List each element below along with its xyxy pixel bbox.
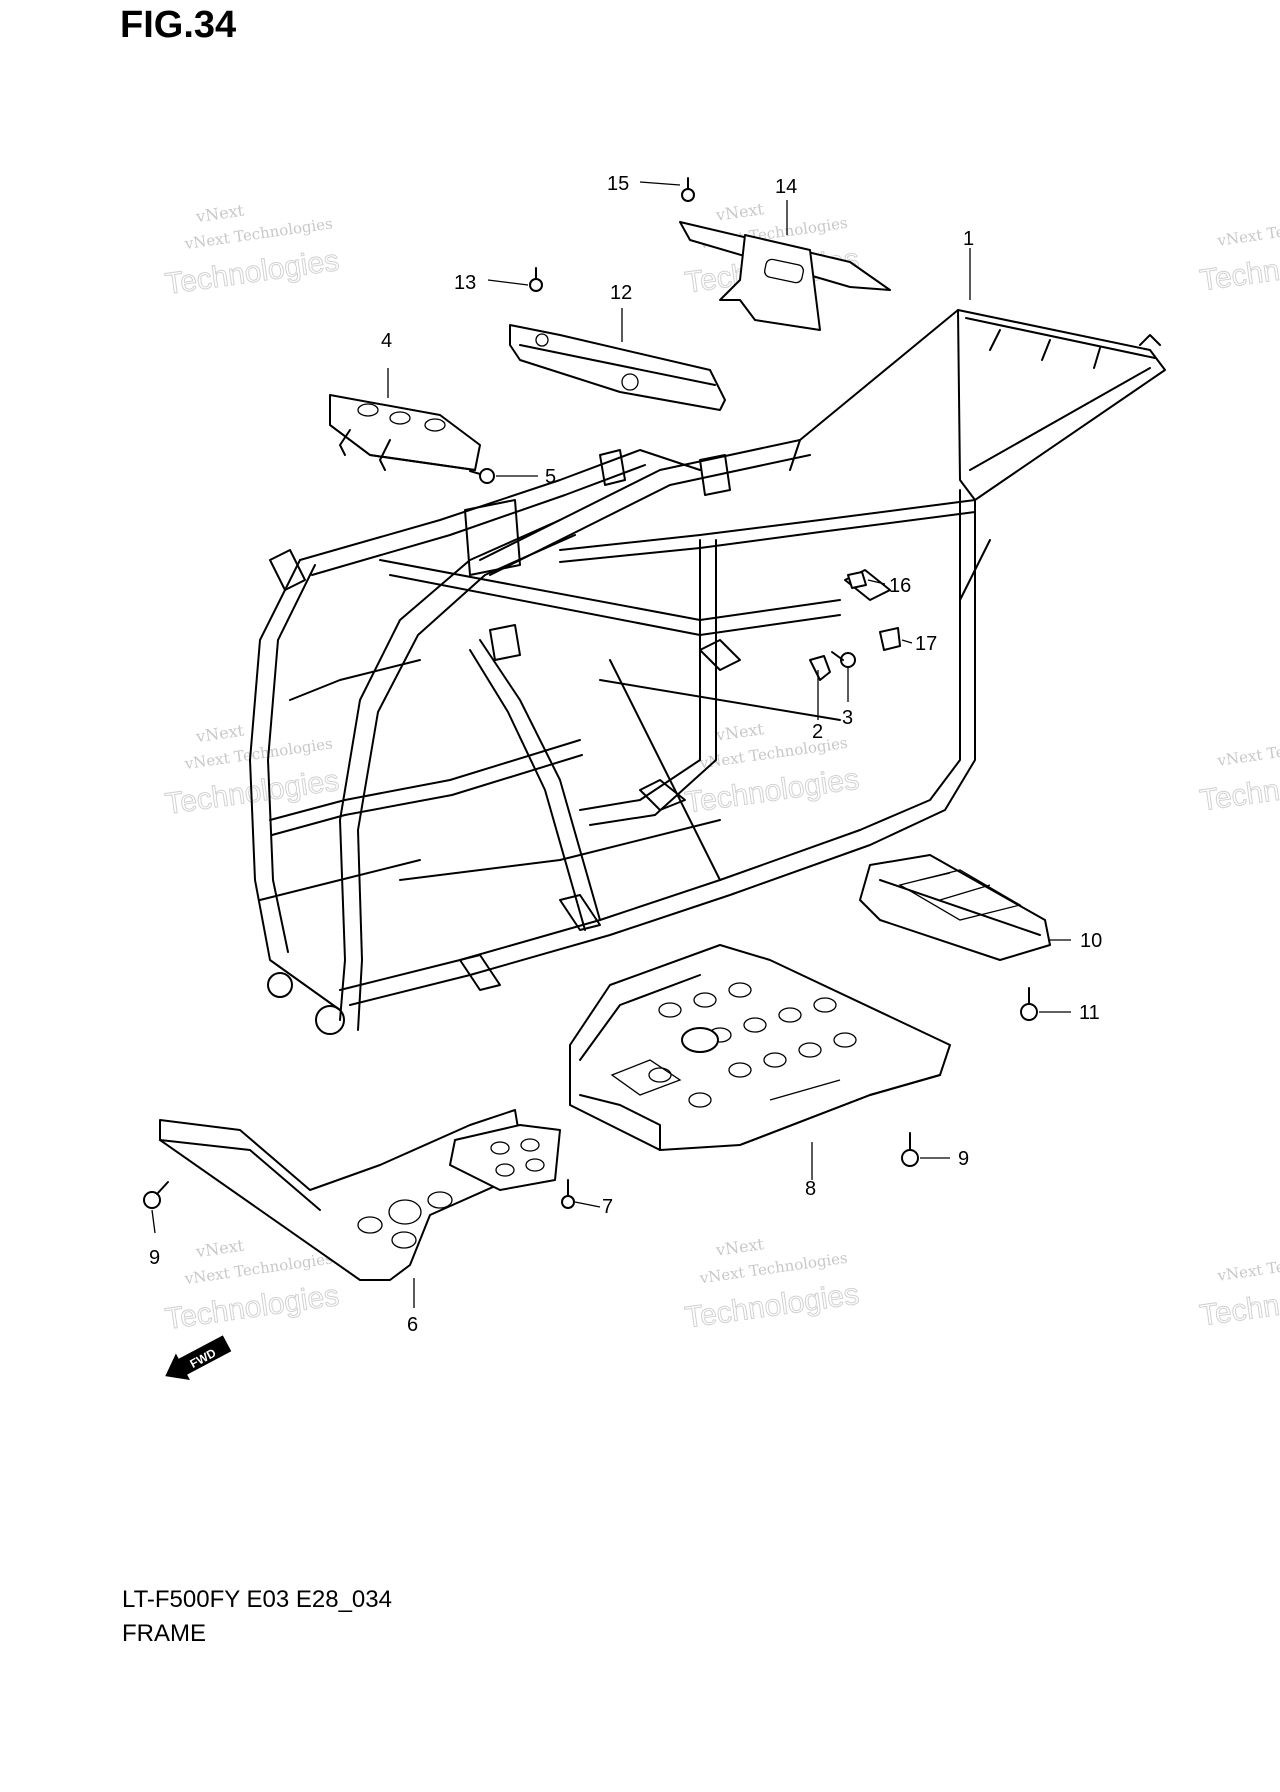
callout-15: 15 (607, 173, 629, 195)
bolt-9-right (901, 1132, 919, 1167)
bolt-15 (681, 177, 695, 202)
callout-labels: 1 2 3 4 5 6 7 8 9 9 10 11 12 13 14 15 16… (149, 173, 1102, 1336)
watermark-top-left: vNext vNext Technologies Technologies (163, 201, 342, 302)
callout-9-left: 9 (149, 1247, 160, 1269)
watermark-mid-center: vNext vNext Technologies Technologies (683, 719, 862, 820)
watermark-mid-left: vNext vNext Technologies Technologies (163, 721, 342, 822)
watermark-top-right: vNext Technologies Technologies (1197, 211, 1280, 298)
callout-10: 10 (1080, 930, 1102, 952)
svg-text:Technologies: Technologies (163, 244, 341, 301)
frame-assembly (249, 309, 1166, 1035)
callout-12: 12 (610, 282, 632, 304)
model-code: LT-F500FY E03 E28_034 (122, 1586, 392, 1613)
part-2-clamp (809, 655, 831, 681)
callout-5: 5 (545, 466, 556, 488)
bolt-7 (561, 1179, 575, 1209)
figure-title: FIG.34 (120, 4, 237, 46)
leader-lines (151, 181, 1071, 1308)
part-4-bracket (329, 394, 481, 471)
forward-direction-indicator: FWD (165, 1335, 232, 1380)
svg-text:Technologies: Technologies (1198, 1276, 1280, 1333)
watermarks: vNext vNext Technologies Technologies vN… (163, 199, 1280, 1336)
part-10-rear-skid-plate (859, 854, 1051, 961)
callout-11: 11 (1079, 1002, 1100, 1024)
svg-text:Technologies: Technologies (683, 763, 861, 820)
svg-text:Technologies: Technologies (163, 1279, 341, 1336)
diagram-footer: LT-F500FY E03 E28_034 FRAME (122, 1583, 392, 1651)
svg-text:vNext: vNext (194, 1236, 246, 1262)
part-16-clip (847, 571, 867, 589)
callout-6: 6 (407, 1314, 418, 1336)
svg-text:Technologies: Technologies (683, 1278, 861, 1335)
bolt-5 (469, 468, 495, 484)
svg-text:vNext: vNext (194, 721, 246, 747)
callout-2: 2 (812, 721, 823, 743)
part-3-bolt (831, 651, 856, 668)
callout-8: 8 (805, 1178, 816, 1200)
callout-13: 13 (454, 272, 476, 294)
svg-text:vNext Technologies: vNext Technologies (1215, 211, 1280, 250)
watermark-mid-right: vNext Technologies Technologies (1197, 731, 1280, 818)
svg-text:Technologies: Technologies (1198, 241, 1280, 298)
svg-text:vNext Technologies: vNext Technologies (1215, 731, 1280, 770)
callout-4: 4 (381, 330, 392, 352)
svg-text:vNext Technologies: vNext Technologies (1215, 1246, 1280, 1285)
svg-text:Technologies: Technologies (1198, 761, 1280, 818)
part-6-front-skid-plate (159, 1109, 561, 1281)
callout-16: 16 (889, 575, 911, 597)
callout-3: 3 (842, 707, 853, 729)
part-12-bracket (509, 324, 726, 411)
svg-text:vNext: vNext (714, 199, 766, 225)
callout-9-right: 9 (958, 1148, 969, 1170)
bolt-13 (529, 267, 543, 292)
callout-17: 17 (915, 633, 937, 655)
svg-text:vNext: vNext (714, 1234, 766, 1260)
watermark-bottom-right: vNext Technologies Technologies (1197, 1246, 1280, 1333)
part-17-clip (879, 627, 901, 651)
watermark-bottom-center: vNext vNext Technologies Technologies (683, 1234, 862, 1335)
bolt-11 (1020, 987, 1038, 1021)
svg-text:vNext: vNext (714, 719, 766, 745)
callout-14: 14 (775, 176, 797, 198)
bolt-9-left (143, 1181, 169, 1209)
part-14-bracket (679, 221, 891, 331)
callout-1: 1 (963, 228, 974, 250)
section-name: FRAME (122, 1620, 206, 1647)
callout-7: 7 (602, 1196, 613, 1218)
part-8-center-skid-plate (569, 944, 951, 1151)
svg-text:vNext: vNext (194, 201, 246, 227)
